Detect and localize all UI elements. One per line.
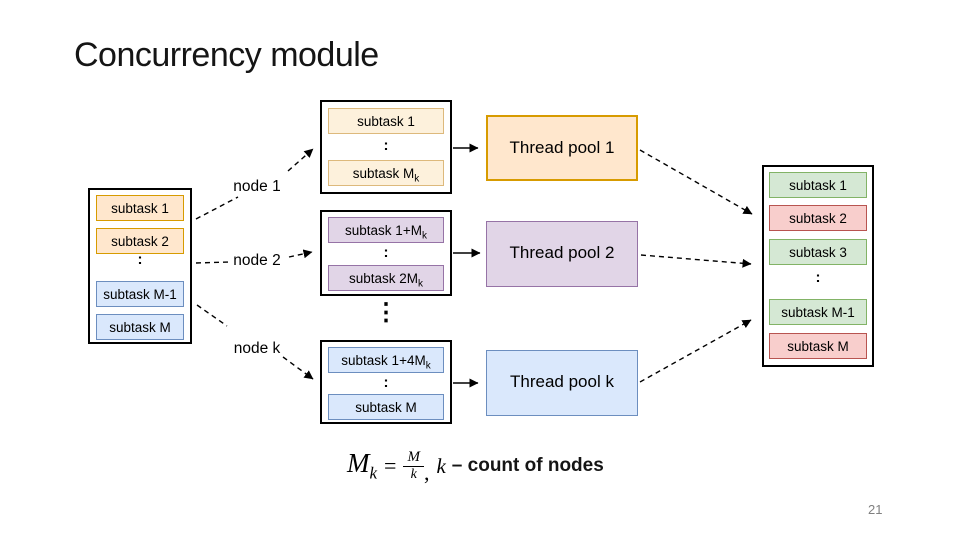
thread-pool-label: Thread pool k <box>510 372 614 391</box>
formula-k-variable: k <box>436 453 446 478</box>
subtask-box: subtask 1 <box>769 172 867 198</box>
subtask-label: subtask M <box>787 339 849 354</box>
node-k-subtask-group: subtask 1+4Mk : subtask M <box>320 340 452 424</box>
subtask-label: subtask 1+4M <box>341 353 426 368</box>
formula-description: – count of nodes <box>451 455 604 476</box>
formula-m-subscript: k <box>369 463 378 483</box>
input-subtask-list: subtask 1 subtask 2 : subtask M-1 subtas… <box>88 188 192 344</box>
fraction: M k <box>403 450 424 482</box>
subtask-label: subtask 2M <box>348 271 419 286</box>
result-subtask-list: subtask 1 subtask 2 subtask 3 : subtask … <box>762 165 874 367</box>
formula-m: M <box>347 448 370 479</box>
subtask-box: subtask M-1 <box>96 281 184 307</box>
node-k-label: node k <box>233 340 281 357</box>
subtask-label: subtask M-1 <box>781 305 855 320</box>
subtask-label: subtask 2 <box>111 234 169 249</box>
subtask-box: subtask M <box>328 394 444 420</box>
fraction-numerator: M <box>403 450 424 467</box>
comma: , <box>423 460 430 485</box>
subtask-box: subtask 1+Mk <box>328 217 444 243</box>
subscript: k <box>414 173 420 185</box>
subtask-label: subtask 1+M <box>345 223 422 238</box>
subtask-box: subtask 2 <box>96 228 184 254</box>
subtask-box: subtask 1 <box>328 108 444 134</box>
thread-pool-2-box: Thread pool 2 <box>486 221 638 287</box>
subtask-box: subtask Mk <box>328 160 444 186</box>
subtask-box: subtask M <box>769 333 867 359</box>
subtask-label: subtask 1 <box>789 178 847 193</box>
subtask-box: subtask M <box>96 314 184 340</box>
thread-pool-label: Thread pool 2 <box>509 243 615 262</box>
page-number: 21 <box>868 502 883 517</box>
equals-sign: = <box>384 453 397 478</box>
node-2-label: node 2 <box>233 252 281 269</box>
ellipsis: : <box>383 374 389 391</box>
node-1-subtask-group: subtask 1 : subtask Mk <box>320 100 452 194</box>
subtask-label: subtask 1 <box>357 114 415 129</box>
subtask-box: subtask 3 <box>769 239 867 265</box>
ellipsis: : <box>383 137 389 154</box>
thread-pool-1-box: Thread pool 1 <box>486 115 638 181</box>
subtask-box: subtask 1 <box>96 195 184 221</box>
subscript: k <box>418 278 424 290</box>
formula-lhs: Mk <box>347 448 377 483</box>
ellipsis: : <box>383 244 389 261</box>
node-2-subtask-group: subtask 1+Mk : subtask 2Mk <box>320 210 452 296</box>
thread-pool-label: Thread pool 1 <box>509 138 615 157</box>
subtask-label: subtask M <box>355 400 417 415</box>
formula: Mk = M k , k – count of nodes <box>347 444 604 488</box>
subtask-label: subtask 2 <box>789 211 847 226</box>
subtask-label: subtask M <box>109 320 171 335</box>
node-1-label: node 1 <box>233 178 281 195</box>
subscript: k <box>425 360 431 372</box>
subscript: k <box>421 230 427 242</box>
ellipsis: : <box>815 269 821 286</box>
subtask-label: subtask 1 <box>111 201 169 216</box>
subtask-box: subtask M-1 <box>769 299 867 325</box>
ellipsis: : <box>137 251 143 268</box>
ellipsis-vertical: ⋮ <box>374 299 398 326</box>
subtask-label: subtask 3 <box>789 245 847 260</box>
fraction-denominator: k <box>410 467 417 482</box>
subtask-box: subtask 2 <box>769 205 867 231</box>
subtask-label: subtask M-1 <box>103 287 177 302</box>
slide-title: Concurrency module <box>74 36 379 74</box>
thread-pool-k-box: Thread pool k <box>486 350 638 416</box>
subtask-box: subtask 2Mk <box>328 265 444 291</box>
subtask-box: subtask 1+4Mk <box>328 347 444 373</box>
subtask-label: subtask M <box>352 166 415 181</box>
